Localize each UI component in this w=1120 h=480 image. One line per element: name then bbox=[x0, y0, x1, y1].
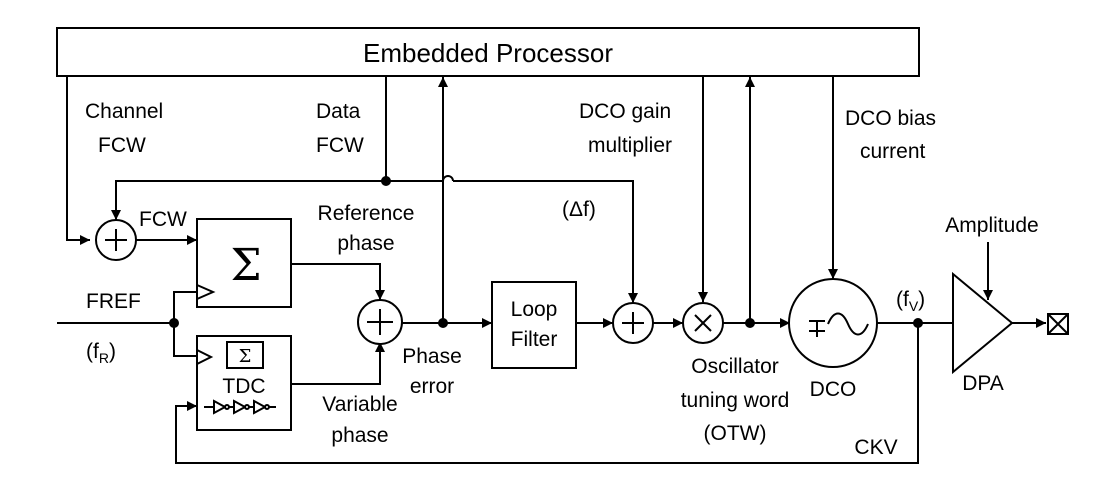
ckv-label: CKV bbox=[854, 436, 897, 459]
variable-phase-label-2: phase bbox=[331, 424, 388, 447]
dco-bias-label-1: DCO bias bbox=[845, 107, 936, 130]
gain-multiplier bbox=[682, 302, 724, 344]
capacitor-icon bbox=[809, 320, 825, 337]
dco-gain-label-1: DCO gain bbox=[579, 100, 671, 123]
dco-gain-label-2: multiplier bbox=[588, 134, 672, 157]
loop-filter-label-1: Loop bbox=[511, 298, 558, 321]
phase-error-label-1: Phase bbox=[402, 345, 462, 368]
tdc-block: Σ TDC bbox=[196, 335, 292, 431]
variable-phase-label-1: Variable bbox=[322, 393, 398, 416]
output-terminal-icon bbox=[1047, 313, 1069, 335]
tdc-label: TDC bbox=[222, 375, 265, 398]
reference-phase-accumulator: Σ bbox=[196, 218, 292, 308]
delta-f-adder bbox=[612, 302, 654, 344]
fref-wire bbox=[57, 291, 197, 357]
dco-label: DCO bbox=[810, 378, 857, 401]
amplitude-label: Amplitude bbox=[945, 214, 1038, 237]
f-v-label: (fV) bbox=[896, 288, 925, 314]
dpa-amplifier bbox=[952, 271, 1014, 375]
dco-block bbox=[788, 278, 878, 368]
reference-phase-label-2: phase bbox=[337, 232, 394, 255]
embedded-processor-block: Embedded Processor bbox=[56, 27, 920, 77]
phase-error-label-2: error bbox=[410, 375, 454, 398]
reference-phase-label-1: Reference bbox=[318, 202, 415, 225]
dco-bias-label-2: current bbox=[860, 140, 926, 163]
data-fcw-label-2: FCW bbox=[316, 134, 364, 157]
otw-label-1: Oscillator bbox=[691, 355, 779, 378]
data-fcw-wire bbox=[111, 76, 638, 303]
otw-label-2: tuning word bbox=[681, 389, 790, 412]
fcw-adder bbox=[95, 219, 137, 261]
channel-fcw-label-1: Channel bbox=[85, 100, 163, 123]
loop-filter-label-2: Filter bbox=[511, 328, 558, 351]
embedded-processor-label: Embedded Processor bbox=[363, 38, 613, 68]
sigma-symbol: Σ bbox=[230, 240, 261, 291]
dpa-label: DPA bbox=[962, 372, 1004, 395]
delta-f-label: (Δf) bbox=[562, 198, 596, 221]
delay-chain-icon bbox=[204, 399, 276, 415]
phase-detector-adder bbox=[357, 299, 403, 345]
channel-fcw-label-2: FCW bbox=[98, 134, 146, 157]
channel-fcw-wire bbox=[66, 76, 90, 245]
tdc-sigma-symbol: Σ bbox=[239, 346, 252, 367]
f-r-label: (fR) bbox=[86, 340, 116, 366]
fref-label: FREF bbox=[86, 290, 141, 313]
fcw-label: FCW bbox=[139, 208, 187, 231]
otw-label-3: (OTW) bbox=[704, 422, 767, 445]
sine-wave-icon bbox=[827, 312, 869, 336]
loop-filter-block: Loop Filter bbox=[491, 281, 577, 369]
data-fcw-label-1: Data bbox=[316, 100, 361, 123]
